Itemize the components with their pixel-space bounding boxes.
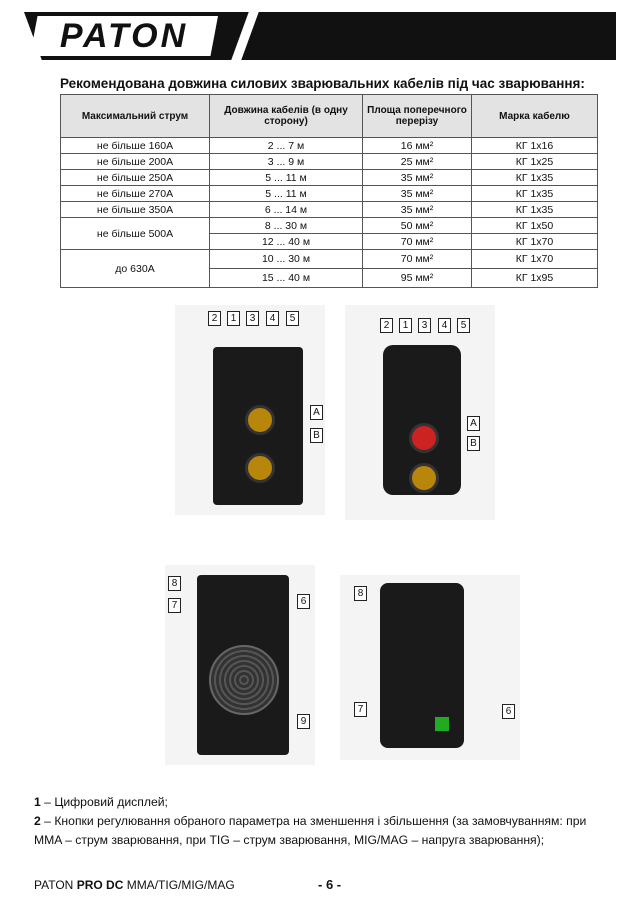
callout-8: 8	[168, 576, 181, 591]
power-switch	[435, 717, 449, 731]
table-cell: 16 мм²	[362, 137, 472, 154]
table-cell: КГ 1х50	[471, 217, 598, 234]
table-cell: не більше 200А	[60, 153, 210, 170]
table-cell: 15 ... 40 м	[209, 268, 363, 288]
col-header: Довжина кабелів (в одну сторону)	[209, 94, 363, 138]
col-header: Марка кабелю	[471, 94, 598, 138]
table-cell: 25 мм²	[362, 153, 472, 170]
callout-5: 5	[457, 318, 470, 333]
table-cell: КГ 1х70	[471, 233, 598, 250]
table-cell: КГ 1х95	[471, 268, 598, 288]
callout-b: B	[467, 436, 480, 451]
table-cell: 50 мм²	[362, 217, 472, 234]
terminal-a	[409, 423, 439, 453]
callout-5: 5	[286, 311, 299, 326]
callout-3: 3	[418, 318, 431, 333]
welder-body	[380, 583, 464, 748]
table-cell: 2 ... 7 м	[209, 137, 363, 154]
footer-model: PRO DC	[76, 878, 124, 892]
table-cell: до 630А	[60, 249, 210, 288]
terminal-a	[245, 405, 275, 435]
cable-table: Максимальний струм Довжина кабелів (в од…	[60, 94, 598, 288]
table-cell: КГ 1х25	[471, 153, 598, 170]
description: 1 – Цифровий дисплей; 2 – Кнопки регулюв…	[34, 793, 614, 850]
table-cell: 35 мм²	[362, 169, 472, 186]
table-cell: 35 мм²	[362, 185, 472, 202]
terminal-b	[409, 463, 439, 493]
photo-front-view-2	[345, 305, 495, 520]
table-cell: 12 ... 40 м	[209, 233, 363, 250]
col-header: Максимальний струм	[60, 94, 210, 138]
table-cell: 95 мм²	[362, 268, 472, 288]
callout-2: 2	[208, 311, 221, 326]
item-text: – Цифровий дисплей;	[40, 795, 168, 809]
footer-product: PATON PRO DC MMA/TIG/MIG/MAG	[34, 878, 235, 892]
callout-4: 4	[266, 311, 279, 326]
callout-1: 1	[227, 311, 240, 326]
item-number: 1	[34, 795, 41, 809]
table-cell: не більше 350А	[60, 201, 210, 218]
table-cell: 5 ... 11 м	[209, 169, 363, 186]
footer-modes: MMA/TIG/MIG/MAG	[123, 878, 235, 892]
table-cell: 5 ... 11 м	[209, 185, 363, 202]
table-cell: не більше 270А	[60, 185, 210, 202]
callout-7: 7	[354, 702, 367, 717]
photo-back-view-1	[165, 565, 315, 765]
photo-back-view-2	[340, 575, 520, 760]
callout-6: 6	[502, 704, 515, 719]
table-cell: не більше 160А	[60, 137, 210, 154]
table-cell: КГ 1х35	[471, 185, 598, 202]
callout-b: B	[310, 428, 323, 443]
table-cell: не більше 500А	[60, 217, 210, 250]
callout-6: 6	[297, 594, 310, 609]
table-cell: 35 мм²	[362, 201, 472, 218]
col-header: Площа поперечного перерізу	[362, 94, 472, 138]
callout-3: 3	[246, 311, 259, 326]
photo-front-view-1	[175, 305, 325, 515]
table-cell: КГ 1х16	[471, 137, 598, 154]
table-title: Рекомендована довжина силових зварювальн…	[60, 76, 585, 91]
description-item-1: 1 – Цифровий дисплей;	[34, 793, 614, 812]
table-cell: 70 мм²	[362, 249, 472, 269]
callout-a: A	[310, 405, 323, 420]
item-text: – Кнопки регулювання обраного параметра …	[34, 814, 587, 847]
table-cell: 70 мм²	[362, 233, 472, 250]
callout-1: 1	[399, 318, 412, 333]
logo-text: PATON	[59, 16, 189, 55]
fan-grille	[209, 645, 279, 715]
callout-a: A	[467, 416, 480, 431]
callout-8: 8	[354, 586, 367, 601]
footer-brand: PATON	[34, 878, 77, 892]
table-cell: не більше 250А	[60, 169, 210, 186]
table-cell: КГ 1х35	[471, 201, 598, 218]
table-header-row: Максимальний струм Довжина кабелів (в од…	[60, 94, 598, 138]
table-cell: КГ 1х70	[471, 249, 598, 269]
page-number: - 6 -	[318, 877, 342, 892]
callout-2: 2	[380, 318, 393, 333]
table-cell: 6 ... 14 м	[209, 201, 363, 218]
item-number: 2	[34, 814, 41, 828]
callout-4: 4	[438, 318, 451, 333]
terminal-b	[245, 453, 275, 483]
table-cell: КГ 1х35	[471, 169, 598, 186]
table-cell: 8 ... 30 м	[209, 217, 363, 234]
paton-logo: PATON	[30, 16, 218, 56]
table-cell: 3 ... 9 м	[209, 153, 363, 170]
callout-7: 7	[168, 598, 181, 613]
description-item-2: 2 – Кнопки регулювання обраного параметр…	[34, 812, 614, 850]
callout-9: 9	[297, 714, 310, 729]
table-cell: 10 ... 30 м	[209, 249, 363, 269]
